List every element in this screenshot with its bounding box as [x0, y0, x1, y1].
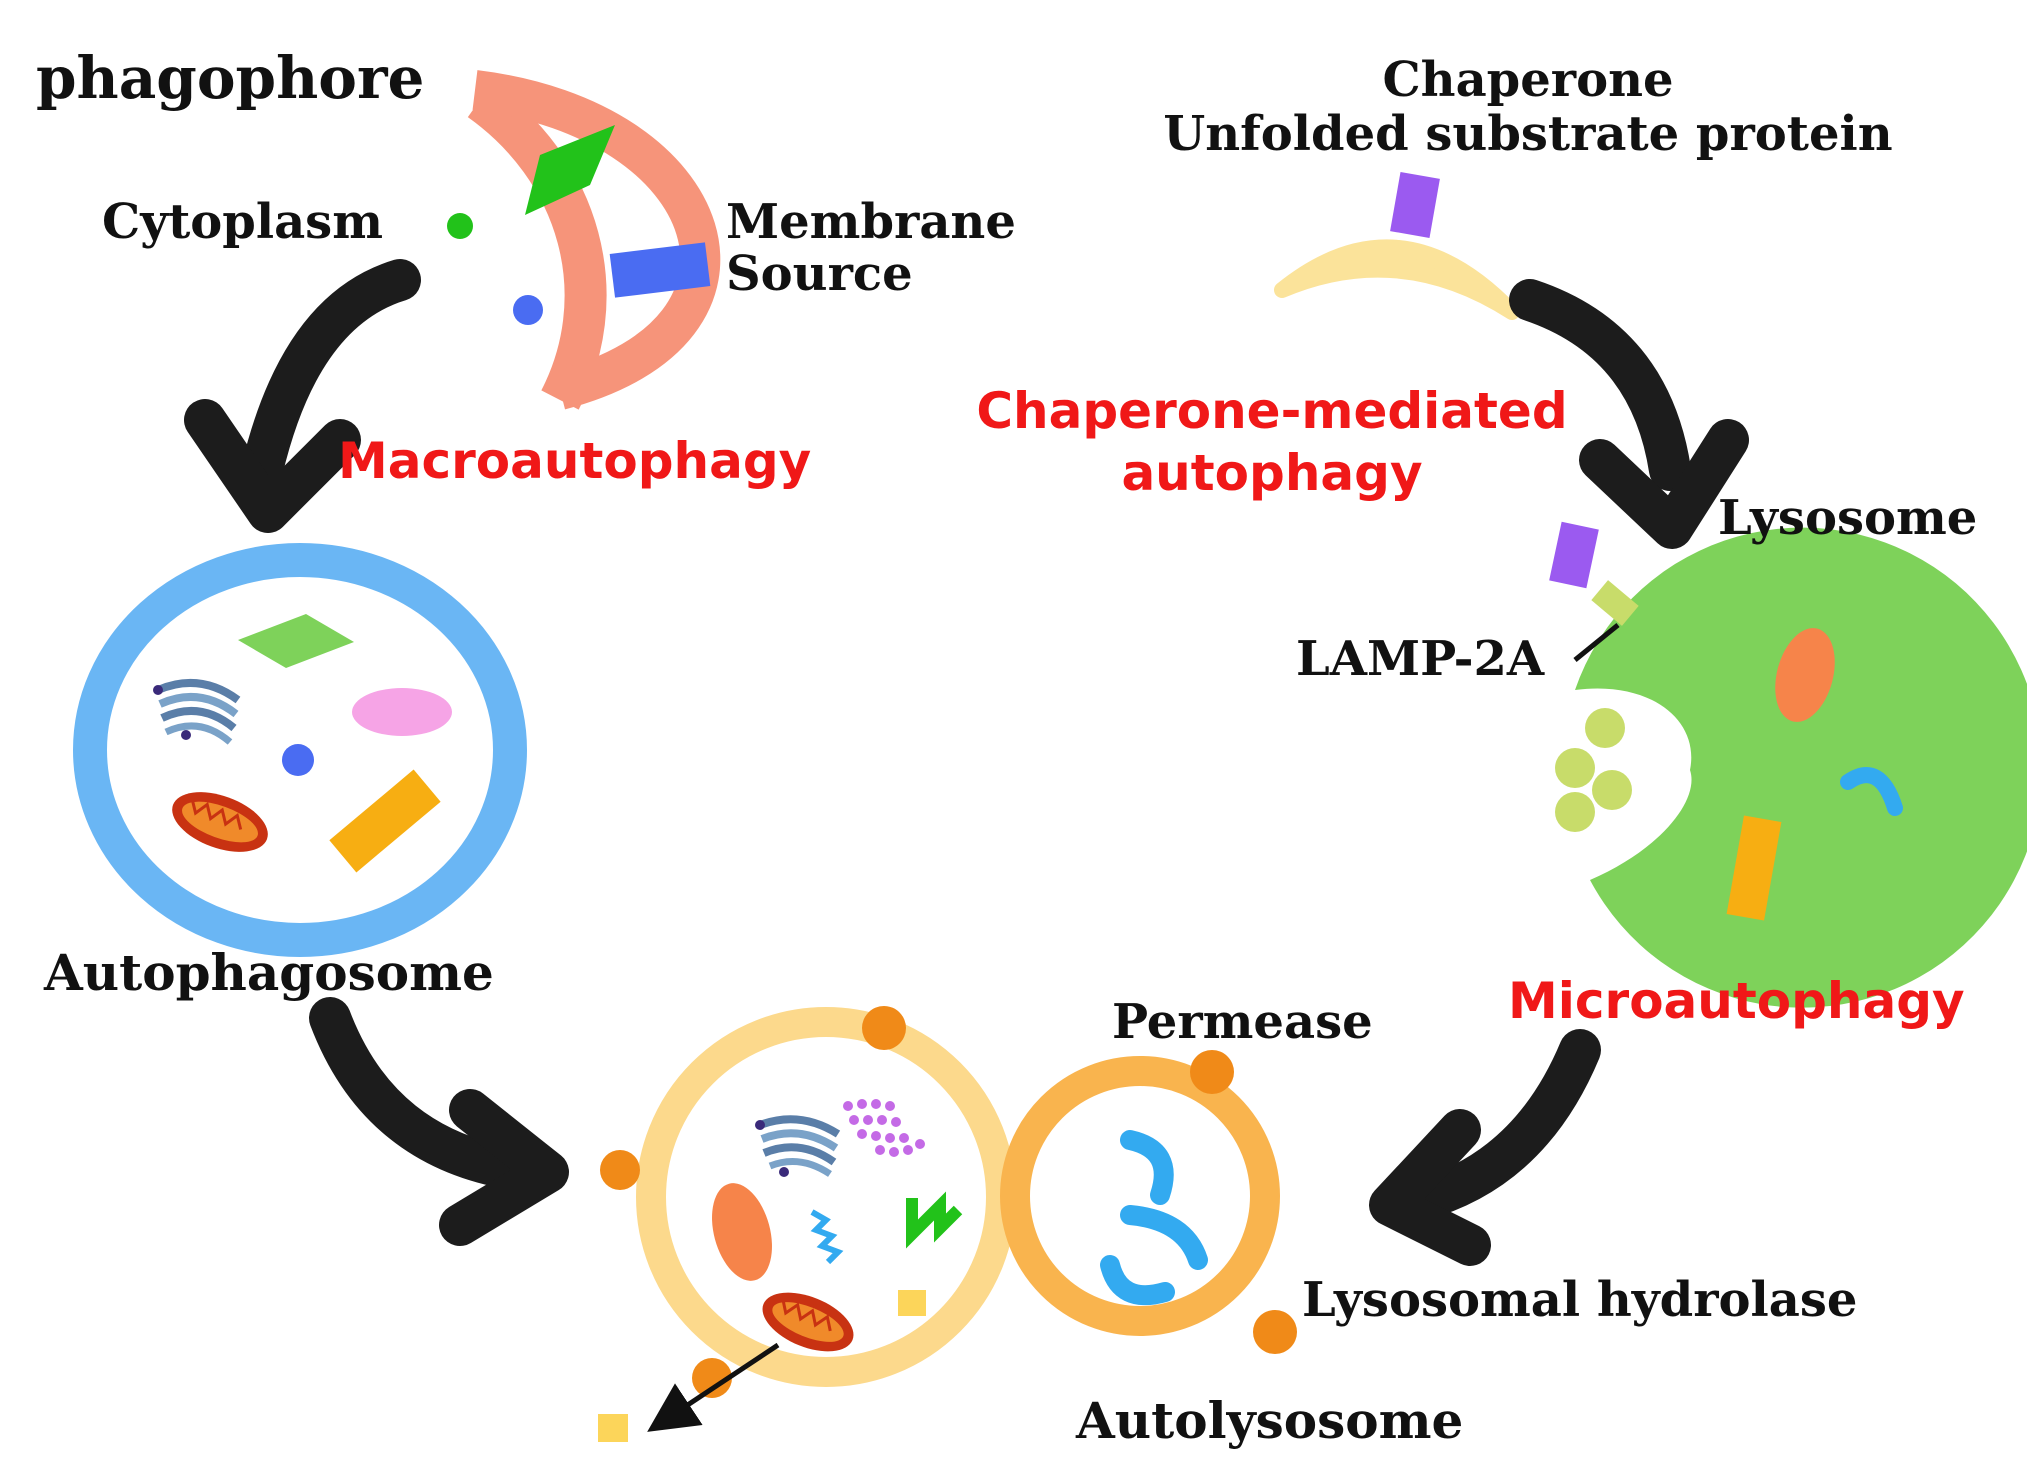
label-lamp2a: LAMP-2A — [1296, 631, 1545, 687]
label-lysosome: Lysosome — [1718, 490, 1977, 546]
autolysosome-green-zigzag — [906, 1191, 963, 1249]
autolysosome-group — [598, 1006, 1297, 1442]
arrow-lysosome-to-autolysosome — [1369, 1029, 1601, 1266]
phagophore-group — [447, 70, 721, 410]
label-autolysosome: Autolysosome — [1075, 1391, 1463, 1450]
phagophore-membrane — [467, 82, 607, 410]
microautophagy-vesicle — [1555, 792, 1595, 832]
amino-acid-square — [898, 1290, 926, 1316]
cytoplasm-dot — [447, 213, 473, 239]
label-source: Source — [726, 246, 913, 302]
pathway-arrows — [184, 259, 1749, 1266]
lysosome-orange-oval — [1775, 628, 1835, 722]
microautophagy-vesicle — [1585, 708, 1625, 748]
chaperone-group — [1274, 171, 1520, 320]
golgi-icon — [755, 1115, 841, 1177]
permease-dot — [862, 1006, 906, 1050]
cargo-blue-dot — [513, 295, 543, 325]
microautophagy-vesicle — [1592, 770, 1632, 810]
released-amino-acid — [598, 1414, 628, 1442]
hydrolase-icon — [1120, 1205, 1208, 1270]
hydrolase-icon — [1120, 1130, 1174, 1205]
label-microautophagy: Microautophagy — [1508, 972, 1965, 1030]
cma-substrate-protein — [1549, 521, 1599, 589]
label-chaperone: Chaperone — [1382, 52, 1673, 108]
hydrolase-icon — [1100, 1255, 1175, 1306]
autolysosome-blue-zigzag — [810, 1209, 844, 1265]
arrow-autophagosome-to-autolysosome — [309, 997, 569, 1246]
arrow-chaperone-to-lysosome — [1509, 279, 1749, 549]
lipid-dots — [843, 1099, 925, 1157]
lamp2a-receptor — [1591, 580, 1639, 626]
arrow-phagophore-to-autophagosome — [184, 259, 421, 533]
autolysosome-lysosome — [1000, 1056, 1280, 1336]
chaperone-crescent — [1274, 239, 1520, 320]
lysosome-body — [1575, 527, 2027, 1008]
autolysosome-orange-oval — [712, 1183, 772, 1281]
label-phagophore: phagophore — [36, 44, 424, 112]
lysosome-group — [1549, 521, 2027, 1008]
substrate-protein — [1390, 171, 1440, 239]
cargo-green-rhombus — [525, 125, 615, 215]
mitochondrion-icon — [762, 1292, 854, 1352]
permease-dot — [1190, 1050, 1234, 1094]
label-membrane: Membrane — [726, 194, 1016, 250]
label-cma-line2: autophagy — [1121, 444, 1422, 502]
lysosome-yellow-bar — [1726, 815, 1782, 921]
label-autophagosome: Autophagosome — [43, 943, 494, 1002]
label-macroautophagy: Macroautophagy — [338, 432, 811, 490]
mitochondrion-icon — [172, 792, 268, 852]
permease-dot — [600, 1150, 640, 1190]
phagophore-membrane-arc — [472, 70, 721, 410]
release-arrow — [647, 1342, 780, 1432]
label-unfolded-substrate: Unfolded substrate protein — [1163, 106, 1892, 162]
label-lysosomal-hydrolase: Lysosomal hydrolase — [1302, 1272, 1857, 1328]
label-cytoplasm: Cytoplasm — [102, 194, 383, 250]
permease-dot — [1253, 1310, 1297, 1354]
autophagosome-green-rhombus — [238, 614, 354, 668]
label-cma-line1: Chaperone-mediated — [976, 382, 1567, 440]
lamp2a-pointer — [1573, 623, 1620, 662]
autophagosome-group — [73, 543, 527, 957]
golgi-icon — [153, 678, 241, 745]
label-permease: Permease — [1112, 994, 1373, 1050]
cargo-blue-rectangle — [609, 242, 711, 298]
microautophagy-vesicle — [1555, 748, 1595, 788]
lysosome-blue-hook — [1840, 767, 1903, 816]
autophagosome-pink-oval — [352, 688, 452, 736]
autophagosome-yellow-bar — [329, 769, 441, 873]
autophagosome-blue-dot — [282, 744, 314, 776]
